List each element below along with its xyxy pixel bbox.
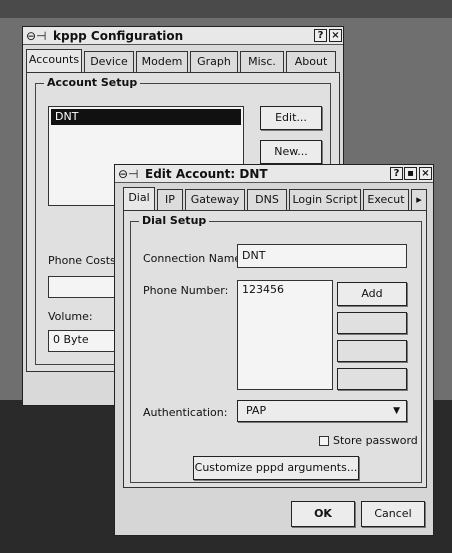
kppp-titlebar[interactable]: ⊖⊣ kppp Configuration ? × — [23, 27, 343, 45]
close-button[interactable]: × — [329, 29, 342, 42]
tab-misc[interactable]: Misc. — [240, 51, 284, 73]
ok-button[interactable]: OK — [291, 501, 355, 527]
connection-name-input[interactable]: DNT — [237, 244, 407, 268]
account-setup-title: Account Setup — [44, 76, 141, 90]
edit-button[interactable]: Edit... — [260, 106, 322, 130]
kppp-window-title: kppp Configuration — [53, 29, 184, 43]
new-button[interactable]: New... — [260, 140, 322, 164]
tab-graph[interactable]: Graph — [190, 51, 238, 73]
phone-number-list[interactable]: 123456 — [237, 280, 333, 390]
dial-setup-group: Dial Setup Connection Name: DNT Phone Nu… — [130, 214, 422, 483]
chevron-down-icon: ▼ — [393, 406, 400, 416]
volume-field: 0 Byte — [48, 330, 120, 352]
tab-login-script[interactable]: Login Script — [289, 189, 361, 211]
edit-account-window: ⊖⊣ Edit Account: DNT ? ▪ × Dial IP Gatew… — [114, 164, 434, 536]
phone-number-item[interactable]: 123456 — [242, 283, 284, 296]
store-password-label: Store password — [333, 434, 418, 447]
tab-accounts[interactable]: Accounts — [26, 49, 82, 73]
phone-costs-label: Phone Costs: — [48, 254, 120, 267]
phone-number-label: Phone Number: — [143, 284, 229, 297]
connection-name-label: Connection Name: — [143, 252, 245, 265]
help-button[interactable]: ? — [390, 167, 403, 180]
tab-about[interactable]: About — [286, 51, 336, 73]
edit-phone-button[interactable] — [337, 312, 407, 334]
tab-device[interactable]: Device — [84, 51, 134, 73]
maximize-button[interactable]: ▪ — [404, 167, 417, 180]
tab-gateway[interactable]: Gateway — [185, 189, 245, 211]
tab-modem[interactable]: Modem — [136, 51, 188, 73]
help-button[interactable]: ? — [314, 29, 327, 42]
close-button[interactable]: × — [419, 167, 432, 180]
delete-phone-button[interactable] — [337, 340, 407, 362]
cancel-button[interactable]: Cancel — [361, 501, 425, 527]
account-item[interactable]: DNT — [51, 109, 241, 125]
phone-costs-field — [48, 276, 120, 298]
tab-dial[interactable]: Dial — [123, 187, 155, 211]
dial-tab-pane: Dial Setup Connection Name: DNT Phone Nu… — [123, 210, 427, 488]
dial-setup-title: Dial Setup — [139, 214, 210, 228]
tab-execute[interactable]: Execut — [363, 189, 409, 211]
edit-account-window-title: Edit Account: DNT — [145, 167, 268, 181]
background-top — [0, 0, 452, 18]
tab-ip[interactable]: IP — [157, 189, 183, 211]
tab-scroll-right-icon[interactable]: ▸ — [411, 189, 427, 211]
move-phone-button[interactable] — [337, 368, 407, 390]
store-password-checkbox[interactable] — [319, 436, 329, 446]
authentication-select[interactable]: PAP ▼ — [237, 400, 407, 422]
authentication-label: Authentication: — [143, 406, 228, 419]
edit-account-titlebar[interactable]: ⊖⊣ Edit Account: DNT ? ▪ × — [115, 165, 433, 183]
customize-pppd-button[interactable]: Customize pppd arguments... — [193, 456, 359, 480]
tab-dns[interactable]: DNS — [247, 189, 287, 211]
authentication-value: PAP — [246, 404, 267, 417]
add-button[interactable]: Add — [337, 282, 407, 306]
network-icon: ⊖⊣ — [26, 29, 47, 43]
network-icon: ⊖⊣ — [118, 167, 139, 181]
volume-label: Volume: — [48, 310, 93, 323]
